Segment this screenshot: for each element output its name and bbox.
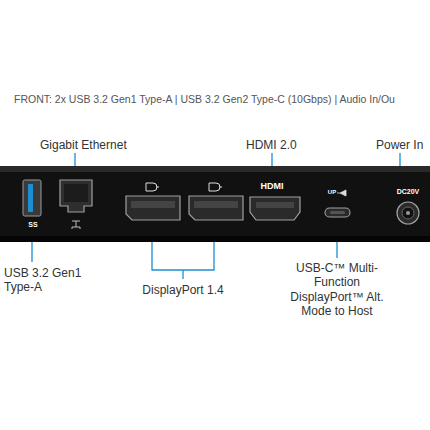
port-label: DisplayPort 1.4	[123, 283, 243, 297]
port-marking: DC20V	[392, 188, 424, 196]
usb-c-port	[325, 190, 350, 217]
dc-jack	[397, 202, 419, 224]
dock-body	[0, 166, 430, 242]
front-ports-note: FRONT: 2x USB 3.2 Gen1 Type-A | USB 3.2 …	[14, 93, 395, 106]
port-label: USB 3.2 Gen1 Type-A	[4, 266, 88, 295]
port-label: HDMI 2.0	[246, 138, 297, 152]
port-label: USB-C™ Multi-Function DisplayPort™ Alt. …	[282, 261, 392, 319]
port-marking: HDMI	[252, 181, 292, 192]
displayport-ports	[126, 183, 243, 220]
port-label: Power In	[376, 138, 423, 152]
port-marking: UP	[324, 189, 340, 196]
hdmi-port	[250, 197, 300, 220]
ethernet-port	[60, 180, 92, 229]
port-marking: SS	[20, 221, 46, 229]
usb-a-port	[23, 180, 41, 216]
port-label: Gigabit Ethernet	[40, 138, 127, 152]
